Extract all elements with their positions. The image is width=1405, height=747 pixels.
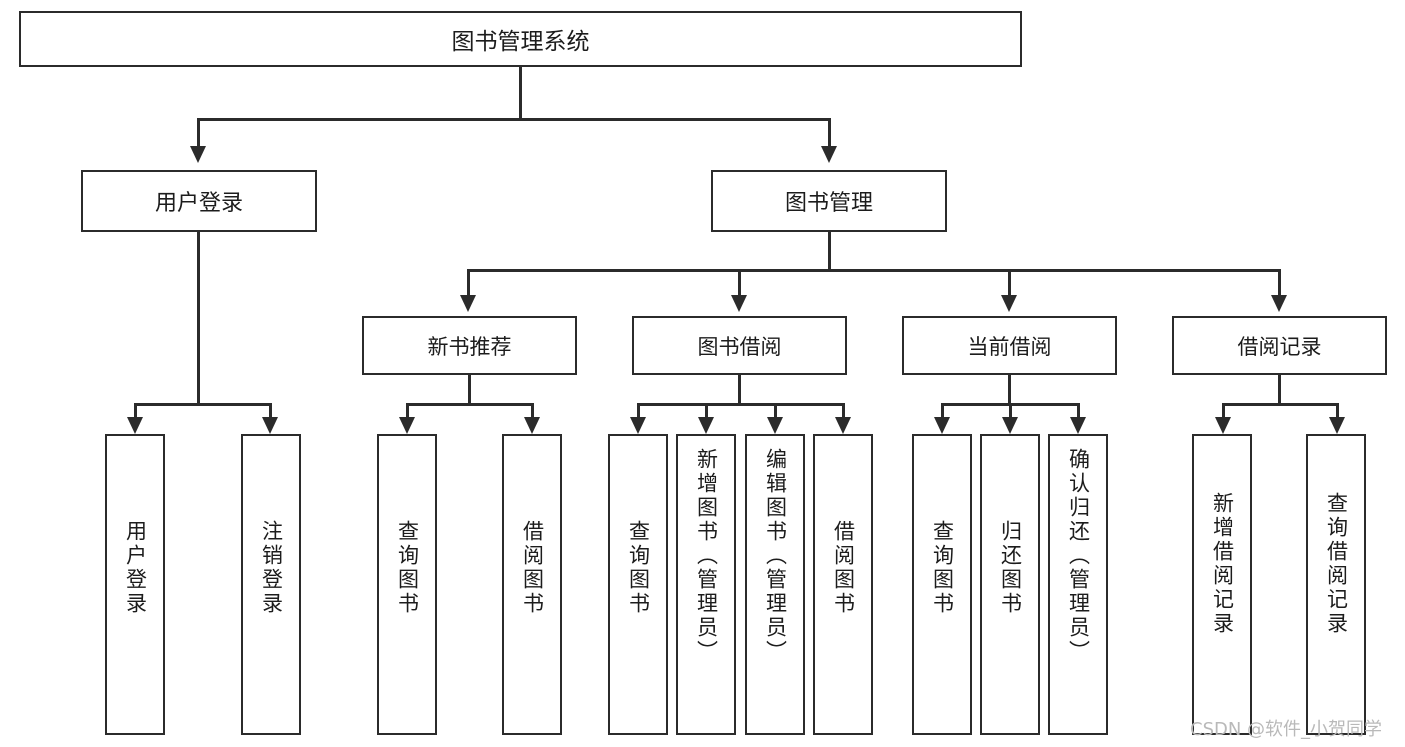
leaf-borrow-record-2[interactable]: 查询借阅记录 [1306, 434, 1366, 735]
leaf-label: 注销登录 [259, 520, 284, 616]
node-current-borrow[interactable]: 当前借阅 [902, 316, 1117, 375]
connector-borrow-record-bus [1222, 403, 1338, 406]
node-book-manage[interactable]: 图书管理 [711, 170, 947, 232]
leaf-label: 用户登录 [123, 520, 148, 616]
leaf-user-login-2[interactable]: 注销登录 [241, 434, 301, 735]
arrow-leaf-b4 [835, 417, 851, 434]
connector-drop-book-borrow [738, 269, 741, 295]
connector-drop-leaf-u2 [269, 403, 272, 417]
connector-root-stem [519, 67, 522, 119]
arrow-leaf-r2 [1329, 417, 1345, 434]
leaf-label: 查询图书 [626, 520, 651, 616]
arrow-borrow-record [1271, 295, 1287, 312]
arrow-leaf-u1 [127, 417, 143, 434]
connector-drop-leaf-r1 [1222, 403, 1225, 417]
connector-drop-borrow-record [1278, 269, 1281, 295]
leaf-label: 新增借阅记录 [1210, 492, 1235, 636]
connector-new-book-bus [406, 403, 533, 406]
leaf-label: 查询图书 [395, 520, 420, 616]
leaf-current-borrow-3[interactable]: 确认归还（管理员） [1048, 434, 1108, 735]
node-label: 图书管理 [784, 191, 873, 216]
leaf-current-borrow-2[interactable]: 归还图书 [980, 434, 1040, 735]
leaf-label: 编辑图书（管理员） [763, 448, 788, 664]
leaf-label: 借阅图书 [520, 520, 545, 616]
leaf-book-borrow-4[interactable]: 借阅图书 [813, 434, 873, 735]
arrow-leaf-u2 [262, 417, 278, 434]
node-new-book-recommend[interactable]: 新书推荐 [362, 316, 577, 375]
leaf-current-borrow-1[interactable]: 查询图书 [912, 434, 972, 735]
connector-drop-book-manage [828, 118, 831, 146]
leaf-label: 查询借阅记录 [1324, 492, 1349, 636]
leaf-label: 确认归还（管理员） [1066, 448, 1091, 664]
leaf-book-borrow-2[interactable]: 新增图书（管理员） [676, 434, 736, 735]
node-label: 当前借阅 [967, 334, 1052, 359]
leaf-label: 归还图书 [998, 520, 1023, 616]
arrow-current-borrow [1001, 295, 1017, 312]
connector-drop-leaf-c3 [1077, 403, 1080, 417]
connector-drop-leaf-b2 [705, 403, 708, 417]
connector-drop-leaf-b1 [637, 403, 640, 417]
connector-drop-leaf-b3 [774, 403, 777, 417]
leaf-book-borrow-1[interactable]: 查询图书 [608, 434, 668, 735]
connector-drop-leaf-u1 [134, 403, 137, 417]
leaf-new-book-1[interactable]: 查询图书 [377, 434, 437, 735]
node-book-borrow[interactable]: 图书借阅 [632, 316, 847, 375]
connector-current-borrow-stem [1008, 375, 1011, 405]
connector-drop-leaf-n1 [406, 403, 409, 417]
arrow-leaf-c3 [1070, 417, 1086, 434]
leaf-new-book-2[interactable]: 借阅图书 [502, 434, 562, 735]
connector-book-borrow-bus [637, 403, 843, 406]
arrow-leaf-c2 [1002, 417, 1018, 434]
connector-user-login-bus [134, 403, 271, 406]
arrow-leaf-r1 [1215, 417, 1231, 434]
arrow-leaf-b1 [630, 417, 646, 434]
leaf-label: 新增图书（管理员） [694, 448, 719, 664]
arrow-leaf-n2 [524, 417, 540, 434]
node-borrow-record[interactable]: 借阅记录 [1172, 316, 1387, 375]
connector-drop-leaf-c2 [1009, 403, 1012, 417]
node-label: 图书管理系统 [451, 29, 590, 55]
arrow-leaf-b3 [767, 417, 783, 434]
connector-drop-leaf-b4 [842, 403, 845, 417]
connector-drop-leaf-n2 [531, 403, 534, 417]
leaf-borrow-record-1[interactable]: 新增借阅记录 [1192, 434, 1252, 735]
connector-new-book-stem [468, 375, 471, 405]
leaf-label: 查询图书 [930, 520, 955, 616]
node-label: 用户登录 [154, 191, 243, 216]
connector-book-borrow-stem [738, 375, 741, 405]
connector-user-login-stem [197, 232, 200, 404]
node-label: 图书借阅 [697, 334, 782, 359]
arrow-leaf-c1 [934, 417, 950, 434]
arrow-book-manage [821, 146, 837, 163]
leaf-user-login-1[interactable]: 用户登录 [105, 434, 165, 735]
connector-drop-current-borrow [1008, 269, 1011, 295]
connector-book-manage-stem [828, 232, 831, 271]
node-label: 新书推荐 [427, 334, 512, 359]
node-label: 借阅记录 [1237, 334, 1322, 359]
leaf-label: 借阅图书 [831, 520, 856, 616]
connector-drop-leaf-r2 [1336, 403, 1339, 417]
arrow-book-borrow [731, 295, 747, 312]
connector-borrow-record-stem [1278, 375, 1281, 405]
arrow-new-book [460, 295, 476, 312]
arrow-leaf-b2 [698, 417, 714, 434]
connector-root-bus [197, 118, 831, 121]
arrow-leaf-n1 [399, 417, 415, 434]
arrow-user-login [190, 146, 206, 163]
node-user-login[interactable]: 用户登录 [81, 170, 317, 232]
connector-drop-new-book [467, 269, 470, 295]
node-root-system[interactable]: 图书管理系统 [19, 11, 1022, 67]
csdn-watermark: CSDN @软件_小贺同学 [1190, 719, 1383, 740]
leaf-book-borrow-3[interactable]: 编辑图书（管理员） [745, 434, 805, 735]
connector-drop-user-login [197, 118, 200, 146]
connector-drop-leaf-c1 [941, 403, 944, 417]
connector-level3-bus [467, 269, 1280, 272]
